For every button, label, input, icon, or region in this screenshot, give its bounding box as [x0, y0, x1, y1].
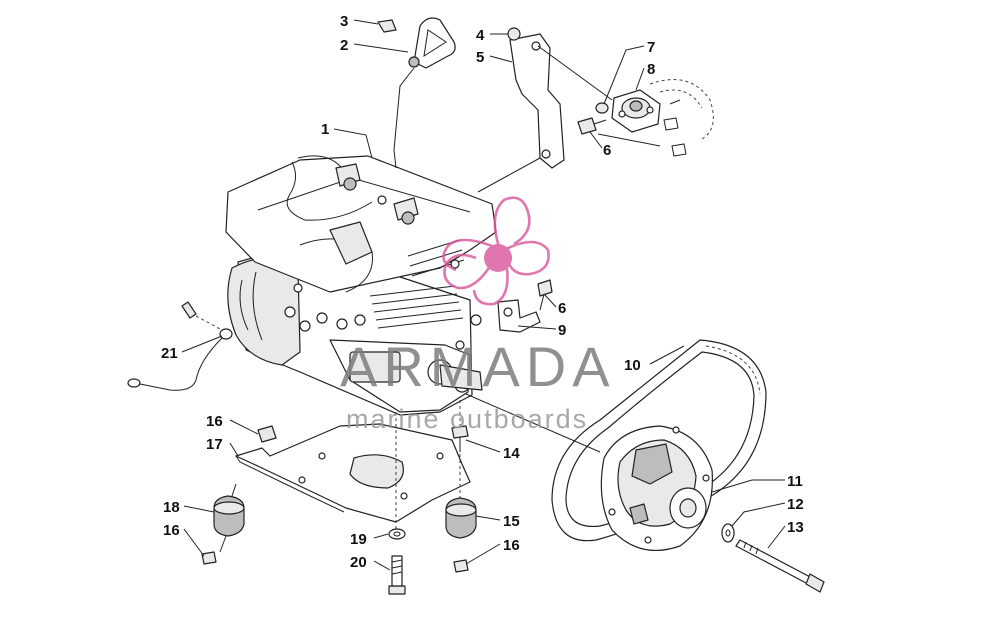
callout-13: 13 — [787, 519, 804, 536]
engine-mount-plate — [611, 89, 661, 133]
nut-16-top — [257, 425, 277, 443]
callout-8: 8 — [647, 61, 655, 78]
engine-bracket — [477, 33, 565, 193]
callout-15: 15 — [503, 513, 520, 530]
bolt-6-lower — [537, 279, 553, 311]
callout-6b: 6 — [558, 300, 566, 317]
callout-4: 4 — [476, 27, 485, 44]
watermark-tagline: marine outboards — [346, 404, 588, 434]
watermark-brand: ARMADA — [340, 335, 616, 398]
bolt-20 — [388, 555, 406, 595]
rubber-isolator-15 — [445, 497, 477, 539]
callout-labels: 1 2 3 4 5 6 7 8 6 9 10 11 12 13 14 15 16… — [161, 13, 804, 571]
leader-lines — [181, 19, 786, 571]
lifting-handle — [393, 17, 456, 169]
handle-clip — [377, 19, 397, 33]
callout-16a: 16 — [206, 413, 223, 430]
bolt-13 — [735, 539, 825, 593]
callout-17: 17 — [206, 436, 223, 453]
drive-clutch — [600, 425, 713, 552]
callout-11: 11 — [787, 473, 803, 490]
spark-plug-wires — [286, 155, 419, 225]
cooling-fins — [369, 285, 464, 329]
washer-19 — [388, 528, 406, 540]
nut-16-left — [201, 551, 217, 565]
callout-7: 7 — [647, 39, 655, 56]
block-studs — [284, 283, 366, 332]
callout-6a: 6 — [603, 142, 611, 159]
ground-wire — [127, 301, 233, 391]
bolt-14 — [451, 425, 469, 452]
callout-10: 10 — [624, 357, 641, 374]
bracket-9 — [497, 299, 541, 333]
nut-16-right — [453, 559, 469, 573]
callout-16c: 16 — [503, 537, 520, 554]
callout-20: 20 — [350, 554, 367, 571]
callout-16b: 16 — [163, 522, 180, 539]
callout-14: 14 — [503, 445, 520, 462]
engine — [225, 155, 497, 416]
callout-19: 19 — [350, 531, 367, 548]
nut-7 — [595, 102, 609, 114]
callout-9: 9 — [558, 322, 566, 339]
callout-1: 1 — [321, 121, 329, 138]
callout-2: 2 — [340, 37, 348, 54]
mounting-plate — [235, 423, 471, 523]
callout-21: 21 — [161, 345, 178, 362]
callout-3: 3 — [340, 13, 348, 30]
callout-18: 18 — [163, 499, 180, 516]
rubber-isolator-18 — [213, 483, 245, 553]
washer-12 — [721, 523, 735, 543]
callout-5: 5 — [476, 49, 484, 66]
frame-detail — [649, 79, 714, 157]
bolt-4 — [507, 27, 521, 41]
armada-logo — [442, 196, 550, 306]
bolt-6-upper — [577, 117, 607, 135]
callout-12: 12 — [787, 496, 804, 513]
watermark: ARMADA marine outboards — [340, 196, 616, 434]
